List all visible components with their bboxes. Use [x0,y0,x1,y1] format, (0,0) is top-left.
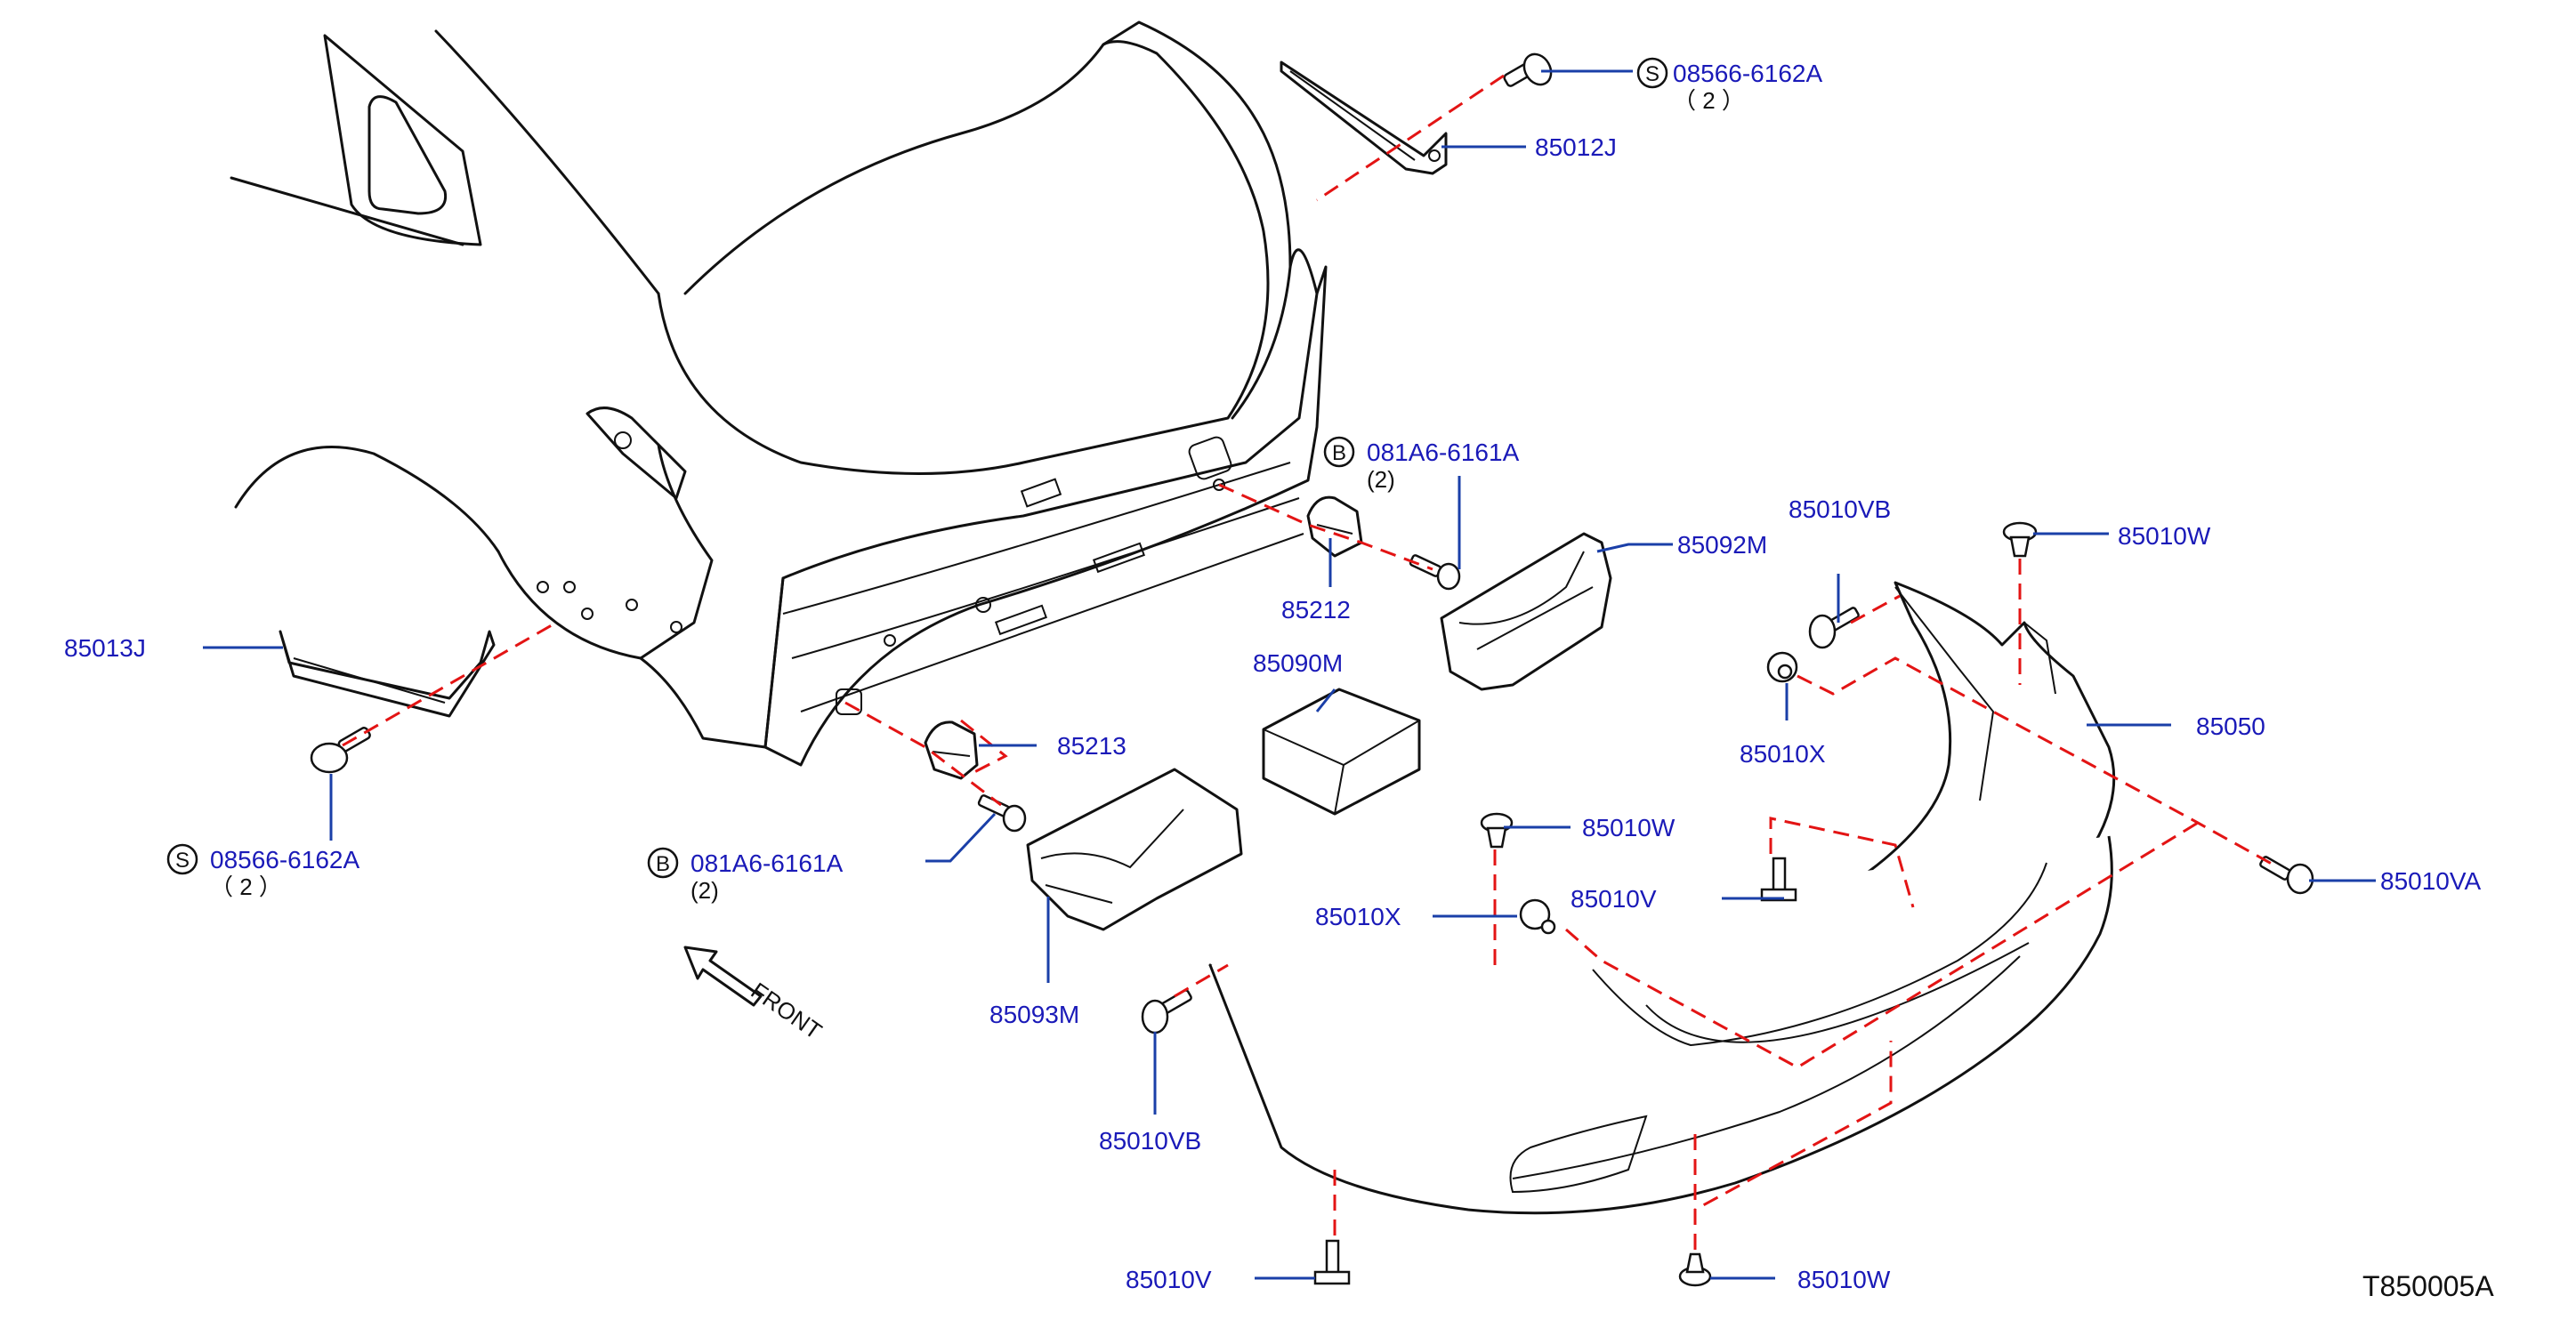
screw-85010VB-top [1808,607,1860,649]
symbol-letter: S [175,849,190,873]
part-number-label: 85092M [1677,531,1767,559]
symbol-letter: S [1645,62,1659,86]
front-arrow: FRONT [683,946,828,1044]
part-number-label: 85010VB [1789,495,1891,523]
part-number-label: 08566-6162A [1673,60,1822,87]
part-number-label: 85090M [1253,649,1343,677]
part-number-label: 85010VB [1099,1127,1201,1155]
assembly-lines [342,74,2279,1254]
standard-part-symbol [166,843,198,875]
clip-85010W-mid [1480,812,1514,849]
quantity-label: (2) [1367,466,1395,493]
bracket-85213 [924,720,979,780]
part-number-label: 85010V [1126,1266,1212,1293]
vehicle-rear-body [230,20,1328,767]
screw-85010V-bottom [1313,1239,1351,1285]
bracket-85013J [279,630,496,718]
part-number-label: 85013J [64,634,146,662]
part-number-label: 85093M [989,1001,1079,1028]
part-number-label: 85010W [1582,814,1676,841]
clip-85010W-bottom [1678,1252,1712,1287]
part-number-label: 85010W [1797,1266,1891,1293]
quantity-label: （ 2 ） [210,873,282,900]
absorber-85093M [1026,768,1243,931]
fasteners [310,52,2314,1287]
part-number-label: 081A6-6161A [690,849,844,877]
bracket-85212 [1306,495,1363,558]
clip-85010X-top [1766,651,1798,683]
part-number-label: 85010VA [2380,867,2481,895]
standard-part-symbol [647,847,679,879]
bolt-b-right [1409,554,1461,591]
clip-85010X-mid [1519,898,1556,935]
part-number-label: 85050 [2196,712,2265,740]
front-label: FRONT [747,977,828,1044]
absorber-85090M [1262,688,1421,816]
part-number-label: 85010V [1571,885,1657,913]
diagram-id: T850005A [2362,1270,2494,1302]
screw-s-left [310,727,371,774]
standard-part-symbol [1636,57,1668,89]
symbol-letter: B [656,852,670,876]
quantity-label: （ 2 ） [1673,87,1745,114]
screw-85010V-mid [1760,857,1797,902]
leader-lines [203,69,2376,1280]
bumper-fascia-85050 [1208,581,2116,1215]
quantity-label: (2) [690,877,719,904]
symbol-letter: B [1332,441,1346,465]
clip-85010W-top [2002,521,2038,558]
absorber-85092M [1440,532,1612,691]
screw-s-top [1503,52,1553,87]
standard-part-symbol [1323,436,1355,468]
part-number-label: 081A6-6161A [1367,439,1520,466]
part-number-label: 08566-6162A [210,846,359,873]
part-number-label: 85010X [1315,903,1401,930]
callouts: S 08566-6162A （ 2 ） 85012J 85013J S 0856… [64,57,2494,1302]
part-number-label: 85212 [1281,596,1351,624]
part-number-label: 85010W [2118,522,2211,550]
part-number-label: 85012J [1535,133,1617,161]
bracket-85012J [1280,60,1448,175]
part-number-label: 85213 [1057,732,1126,760]
part-number-label: 85010X [1740,740,1826,768]
screw-85010VB-bottom [1141,989,1192,1034]
